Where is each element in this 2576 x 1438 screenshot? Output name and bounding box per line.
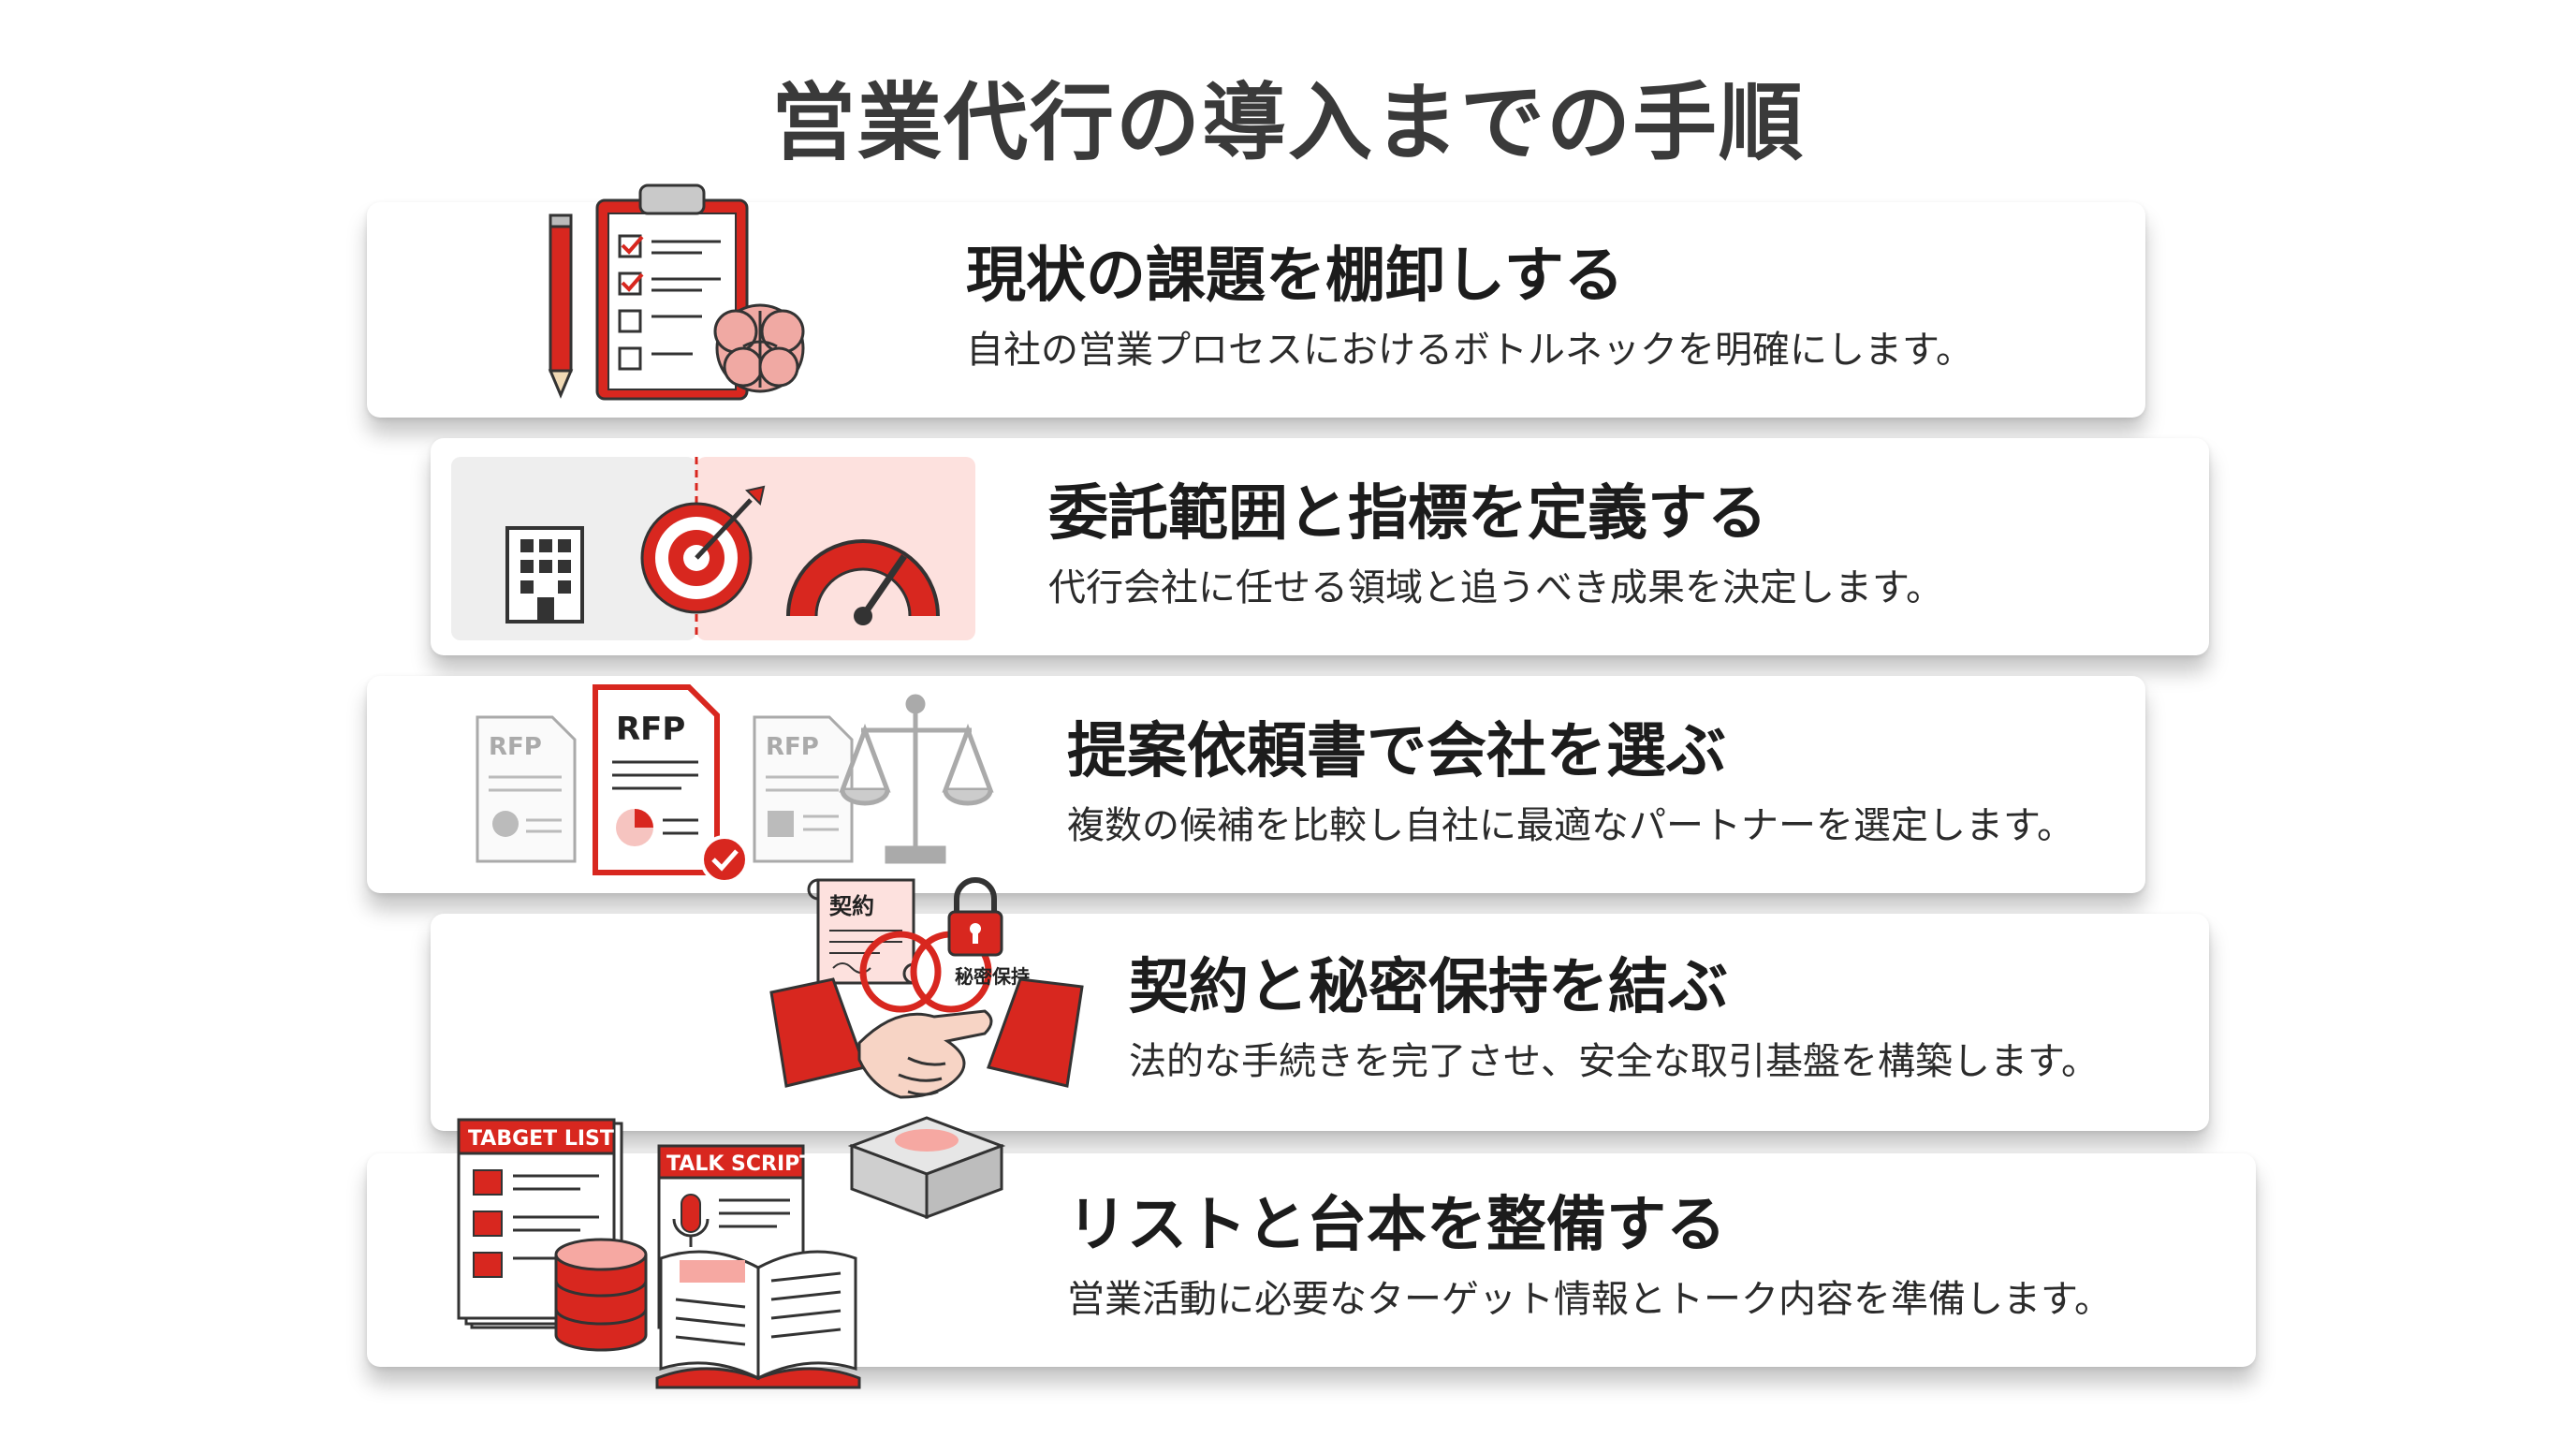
step-text-2: 委託範囲と指標を定義する 代行会社に任せる領域と追うべき成果を決定します。 xyxy=(1048,481,1943,609)
step-text-1: 現状の課題を棚卸しする 自社の営業プロセスにおけるボトルネックを明確にします。 xyxy=(966,242,1973,373)
svg-text:契約: 契約 xyxy=(829,893,874,919)
step-title: 提案依頼書で会社を選ぶ xyxy=(1067,717,1726,786)
step-desc: 複数の候補を比較し自社に最適なパートナーを選定します。 xyxy=(1067,804,2074,848)
step-title: リストと台本を整備する xyxy=(1067,1191,1726,1260)
rfp-document-icon: RFP xyxy=(593,684,720,875)
step-card-4 xyxy=(431,914,2209,1131)
database-icon xyxy=(554,1238,648,1352)
padlock-icon: 秘密保持 xyxy=(947,877,1030,988)
step-text-5: リストと台本を整備する 営業活動に必要なターゲット情報とトーク内容を準備します。 xyxy=(1067,1191,2112,1322)
scale-icon xyxy=(839,694,994,864)
step1-illustration xyxy=(548,183,805,401)
step-desc: 営業活動に必要なターゲット情報とトーク内容を準備します。 xyxy=(1067,1278,2112,1322)
step-desc: 法的な手続きを完了させ、安全な取引基盤を構築します。 xyxy=(1129,1040,2099,1084)
ballot-box-icon xyxy=(847,1116,1006,1220)
check-badge-icon xyxy=(700,835,749,884)
open-book-icon xyxy=(655,1250,861,1389)
step-title: 委託範囲と指標を定義する xyxy=(1048,479,1767,549)
building-icon xyxy=(505,526,584,624)
rfp-document-icon-gray-right: RFP xyxy=(753,715,854,863)
step-text-4: 契約と秘密保持を結ぶ 法的な手続きを完了させ、安全な取引基盤を構築します。 xyxy=(1129,953,2099,1084)
svg-text:RFP: RFP xyxy=(489,733,542,761)
step3-illustration: RFP RFP RFP xyxy=(476,684,994,884)
handshake-icon xyxy=(769,977,1084,1099)
clipboard-checklist-icon xyxy=(595,183,749,401)
step4-illustration: 契約 秘密保持 xyxy=(769,877,1084,1220)
brain-icon xyxy=(713,303,805,393)
rfp-document-icon-gray-left: RFP xyxy=(476,715,577,863)
step5-illustration: TABGET LIST TALK SCRIPT xyxy=(457,1118,861,1389)
step2-illustration xyxy=(451,457,975,640)
page-title: 営業代行の導入までの手順 xyxy=(771,74,1805,172)
gauge-icon xyxy=(786,539,940,625)
step-title: 現状の課題を棚卸しする xyxy=(966,242,1624,311)
target-icon xyxy=(640,485,766,614)
step-title: 契約と秘密保持を結ぶ xyxy=(1129,953,1728,1022)
step-text-3: 提案依頼書で会社を選ぶ 複数の候補を比較し自社に最適なパートナーを選定します。 xyxy=(1067,717,2074,848)
step-desc: 自社の営業プロセスにおけるボトルネックを明確にします。 xyxy=(966,329,1973,373)
svg-text:RFP: RFP xyxy=(766,733,819,761)
target-list-label: TABGET LIST xyxy=(468,1127,614,1151)
svg-text:RFP: RFP xyxy=(616,711,685,748)
step-desc: 代行会社に任せる領域と追うべき成果を決定します。 xyxy=(1048,566,1943,610)
pencil-icon xyxy=(548,213,574,399)
talk-script-label: TALK SCRIPT xyxy=(666,1152,813,1176)
